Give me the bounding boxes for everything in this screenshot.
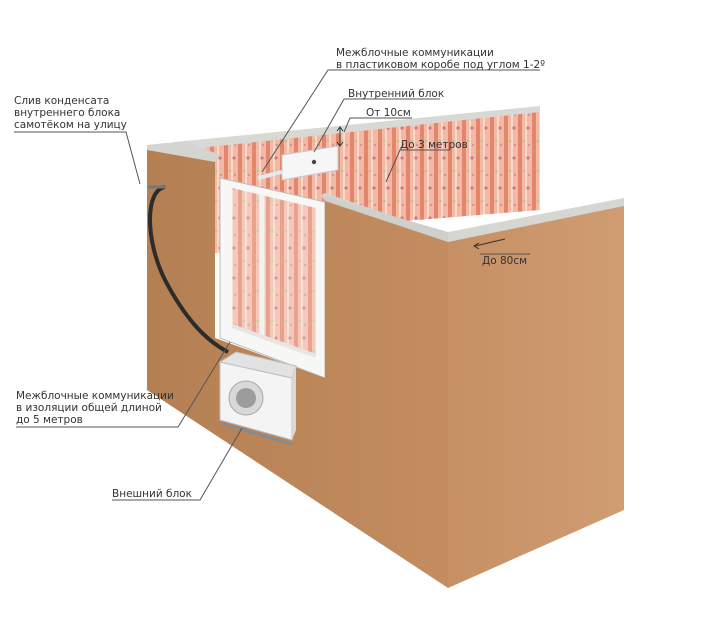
dimension-markers [336,126,506,250]
label-condensate-drain-line-3: самотёком на улицу [14,119,127,131]
left-side-wall [147,148,448,588]
label-condensate-drain-line-1: Слив конденсата [14,95,110,107]
label-condensate-drain: Слив конденсата внутреннего блока самотё… [14,95,127,131]
drain-hose [148,185,229,354]
label-insulated-lines-line-2: в изоляции общей длиной [16,402,162,414]
label-insulated-lines-line-3: до 5 метров [16,414,83,426]
label-up-to-3m: До 3 метров [400,139,468,151]
label-from-10cm: От 10см [366,107,411,119]
left-wall-top [147,141,220,162]
label-inter-block-box-line-2: в пластиковом коробе под углом 1-2º [336,59,546,71]
outdoor-unit [218,351,297,446]
label-outdoor-unit: Внешний блок [112,488,192,500]
indoor-unit [281,145,339,181]
front-wall [448,205,624,588]
label-indoor-unit: Внутренний блок [348,88,445,100]
indoor-pipe [257,170,283,180]
label-condensate-drain-line-2: внутреннего блока [14,107,121,119]
front-wall-top [448,198,624,242]
label-insulated-lines: Межблочные коммуникации в изоляции общей… [16,390,174,426]
leader-lines [14,69,540,501]
label-inter-block-box: Межблочные коммуникации в пластиковом ко… [336,47,545,71]
front-wall-corner-edge [320,195,448,242]
label-inter-block-box-line-1: Межблочные коммуникации [336,47,494,59]
back-wall-top [185,106,540,149]
label-up-to-80cm: До 80см [482,255,528,267]
window-sill [231,324,317,358]
label-insulated-lines-line-1: Межблочные коммуникации [16,390,174,402]
window-glass [232,188,316,356]
